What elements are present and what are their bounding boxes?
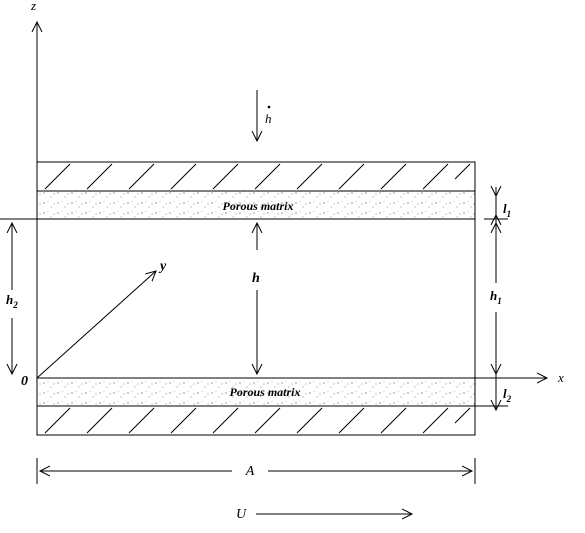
h-label: h [252,271,260,286]
squeeze-velocity-arrow: h [257,90,272,141]
x-axis-label: x [557,370,564,385]
hdot-label: h [265,111,272,126]
top-porous-layer: Porous matrix [36,190,476,220]
sliding-velocity-arrow: U [236,507,412,522]
bottom-bearing-surface [36,405,476,436]
h2-label: h2 [6,292,18,310]
h1-label: h1 [490,288,502,306]
y-axis-label: y [158,259,167,274]
length-dimension: A [36,458,476,484]
A-label: A [245,464,255,479]
y-axis: y [36,259,167,379]
top-bearing-surface [36,161,476,192]
right-dimensions: l1 h1 l2 [475,187,512,410]
l1-label: l1 [503,201,511,219]
bottom-porous-label: Porous matrix [229,385,300,399]
l2-label: l2 [503,386,512,404]
film-thickness-dimension: h [252,223,260,374]
bottom-porous-layer: Porous matrix [36,377,476,407]
origin-label: 0 [21,374,28,389]
h2-dimension: h2 [0,218,37,374]
z-axis: z [30,0,37,380]
U-label: U [236,507,247,522]
z-axis-label: z [30,0,36,13]
hdot-dot-icon [267,105,271,109]
top-porous-label: Porous matrix [222,199,293,213]
